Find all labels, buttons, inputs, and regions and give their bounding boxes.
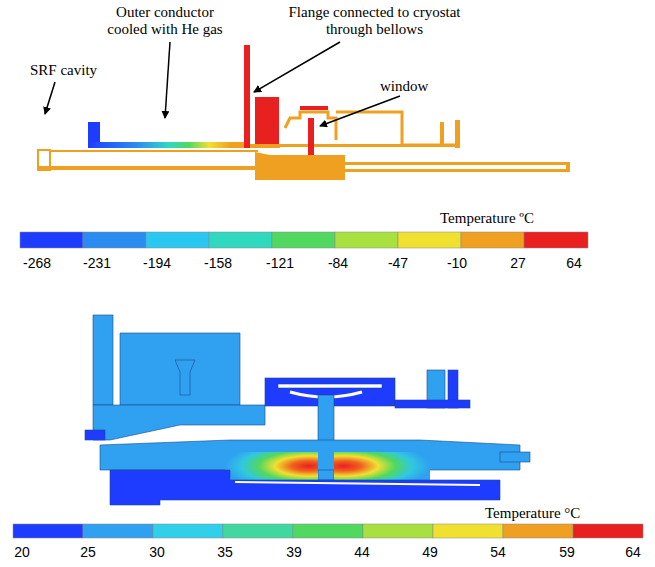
part-label: Flange connected to cryostat through bel… (282, 4, 467, 37)
tick-value: -194 (143, 256, 171, 271)
tick-value: 25 (80, 545, 96, 560)
leader-arrow (165, 42, 170, 118)
tick-value: -47 (388, 256, 408, 271)
tick-value: 59 (559, 545, 575, 560)
colorbar-title: Temperature °C (485, 505, 625, 522)
coupler-zoom (85, 315, 530, 505)
tick-value: 64 (566, 256, 582, 271)
coupler-top (38, 45, 570, 180)
tick-value: -84 (328, 256, 348, 271)
colorbar-title: Temperature ºC (440, 210, 580, 227)
part-label: Outer conductor cooled with He gas (100, 4, 230, 37)
tick-value: 39 (286, 545, 302, 560)
tick-value: -121 (266, 256, 294, 271)
part-label: SRF cavity (30, 62, 130, 79)
tick-value: 35 (217, 545, 233, 560)
tick-value: -10 (447, 256, 467, 271)
tick-value: 49 (422, 545, 438, 560)
leader-arrow (45, 82, 55, 114)
leader-arrow (320, 96, 400, 126)
tick-value: -268 (23, 256, 51, 271)
tick-value: 30 (149, 545, 165, 560)
tick-value: 20 (14, 545, 30, 560)
tick-value: -231 (83, 256, 111, 271)
tick-value: -158 (204, 256, 232, 271)
colorbar-bottom (13, 524, 643, 538)
tick-value: 44 (354, 545, 370, 560)
leader-arrow (254, 42, 340, 92)
colorbar-top (20, 232, 588, 248)
tick-value: 54 (490, 545, 506, 560)
part-label: window (380, 78, 450, 95)
tick-value: 27 (510, 256, 526, 271)
tick-value: 64 (625, 545, 641, 560)
